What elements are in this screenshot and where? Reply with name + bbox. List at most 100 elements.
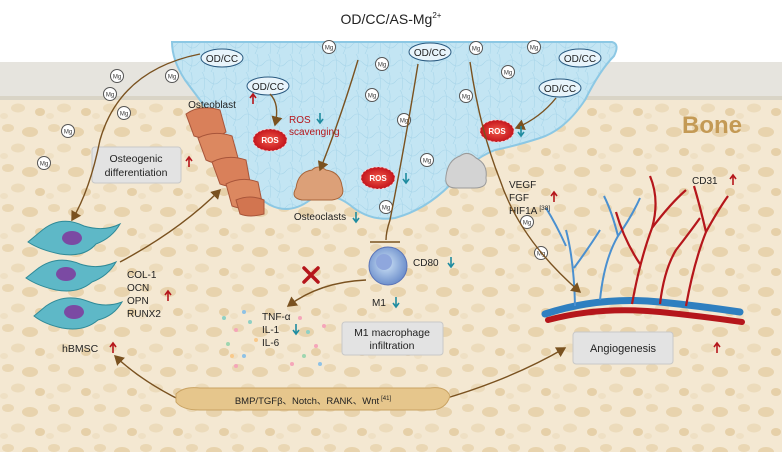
mg-ion: Mg <box>110 69 124 83</box>
svg-text:Mg: Mg <box>382 206 390 212</box>
blood-vessels <box>541 175 745 325</box>
down-arrow-icon <box>352 212 360 224</box>
od-cc-tag: OD/CC <box>200 48 244 68</box>
svg-text:Mg: Mg <box>113 75 121 81</box>
svg-text:Mg: Mg <box>400 119 408 125</box>
down-arrow-icon <box>392 297 400 309</box>
resting-cell <box>445 152 487 189</box>
hbmsc-cells <box>25 220 124 330</box>
mg-ion: Mg <box>61 124 75 138</box>
osteoblast-label: Osteoblast <box>188 100 236 111</box>
down-arrow-icon <box>447 257 455 269</box>
svg-text:Mg: Mg <box>462 95 470 101</box>
cd80-label: CD80 <box>413 258 439 269</box>
svg-text:ROS: ROS <box>261 136 279 145</box>
up-arrow-icon <box>164 289 172 301</box>
angiogenesis-label: Angiogenesis <box>590 343 657 355</box>
down-arrow-icons <box>292 113 525 336</box>
m1-box-label-2: infiltration <box>370 340 415 352</box>
up-arrow-icon <box>729 173 737 185</box>
svg-text:Mg: Mg <box>106 93 114 99</box>
cytokine-tnf: TNF-α <box>262 312 291 323</box>
mg-ion: Mg <box>459 89 473 103</box>
factor-vegf: VEGF <box>509 180 536 191</box>
mg-ion: Mg <box>117 106 131 120</box>
svg-text:Mg: Mg <box>537 252 545 258</box>
ros-badge: ROS <box>360 166 396 190</box>
marker-col1: COL-1 <box>127 270 157 281</box>
m1-label: M1 <box>372 298 386 309</box>
figure-title: OD/CC/AS-Mg2+ <box>341 11 442 27</box>
bone-label: Bone <box>682 112 742 139</box>
mg-ion: Mg <box>379 200 393 214</box>
svg-text:OD/CC: OD/CC <box>252 82 284 93</box>
mg-ion: Mg <box>365 88 379 102</box>
factor-fgf: FGF <box>509 193 529 204</box>
osteogenic-label-2: differentiation <box>105 167 168 179</box>
down-arrow-icon <box>316 113 324 125</box>
up-arrow-icon <box>109 341 117 353</box>
od-cc-tag: OD/CC <box>246 76 290 96</box>
mg-ion: Mg <box>37 156 51 170</box>
up-arrow-icons <box>109 92 737 353</box>
mg-ion: Mg <box>420 153 434 167</box>
angiogenesis-box <box>572 331 674 365</box>
factor-hif1a: HIF1A[38] <box>509 205 550 217</box>
mg-ion: Mg <box>375 57 389 71</box>
svg-text:Mg: Mg <box>472 47 480 53</box>
od-cc-tag: OD/CC <box>558 48 602 68</box>
svg-text:OD/CC: OD/CC <box>564 54 596 65</box>
svg-text:ROS: ROS <box>369 174 387 183</box>
down-arrow-icon <box>292 324 300 336</box>
mg-ion: Mg <box>501 65 515 79</box>
osteogenic-box <box>91 146 182 184</box>
osteoblast-cluster <box>185 107 265 217</box>
svg-text:Mg: Mg <box>530 46 538 52</box>
ros-badge: ROS <box>479 119 515 143</box>
ros-badge: ROS <box>252 128 288 152</box>
mg-ion: Mg <box>165 69 179 83</box>
mg-ion: Mg <box>322 40 336 54</box>
inhibition-cross-icon <box>302 266 320 284</box>
svg-text:Mg: Mg <box>40 162 48 168</box>
svg-text:Mg: Mg <box>368 94 376 100</box>
cd31-label: CD31 <box>692 176 718 187</box>
osteogenic-label-1: Osteogenic <box>109 153 162 165</box>
ros-scavenging-label-1: ROS <box>289 115 311 126</box>
marker-ocn: OCN <box>127 283 149 294</box>
m1-box-label-1: M1 macrophage <box>354 327 430 339</box>
svg-text:Mg: Mg <box>523 221 531 227</box>
macrophage-nucleus <box>376 254 392 270</box>
svg-text:Mg: Mg <box>504 71 512 77</box>
svg-text:OD/CC: OD/CC <box>206 54 238 65</box>
mg-ion: Mg <box>103 87 117 101</box>
up-arrow-icon <box>249 92 257 104</box>
ros-scavenging-label-2: scavenging <box>289 127 340 138</box>
up-arrow-icon <box>185 155 193 167</box>
svg-text:OD/CC: OD/CC <box>414 48 446 59</box>
cytokine-il1: IL-1 <box>262 325 280 336</box>
mg-ion: Mg <box>469 41 483 55</box>
svg-text:OD/CC: OD/CC <box>544 84 576 95</box>
svg-text:Mg: Mg <box>168 75 176 81</box>
ros-badges: ROS ROS ROS <box>252 119 515 190</box>
svg-text:Mg: Mg <box>64 130 72 136</box>
svg-text:ROS: ROS <box>488 127 506 136</box>
svg-text:Mg: Mg <box>325 46 333 52</box>
signaling-pathway-label: BMP/TGFβ、Notch、RANK、Wnt[41] <box>235 396 392 407</box>
marker-opn: OPN <box>127 296 149 307</box>
svg-text:Mg: Mg <box>423 159 431 165</box>
od-cc-tags: OD/CC OD/CC OD/CC OD/CC OD/CC <box>200 42 602 98</box>
cytokine-il6: IL-6 <box>262 338 280 349</box>
mg-ion: Mg <box>520 215 534 229</box>
down-arrow-icon <box>517 126 525 138</box>
svg-text:Mg: Mg <box>120 112 128 118</box>
mg-ions: Mg Mg Mg Mg Mg Mg Mg Mg Mg Mg Mg Mg Mg M… <box>37 40 548 260</box>
od-cc-tag: OD/CC <box>538 78 582 98</box>
pathway-arrows <box>71 53 582 401</box>
mg-ion: Mg <box>397 113 411 127</box>
marker-runx2: RUNX2 <box>127 309 161 320</box>
osteoclasts-label: Osteoclasts <box>294 212 346 223</box>
